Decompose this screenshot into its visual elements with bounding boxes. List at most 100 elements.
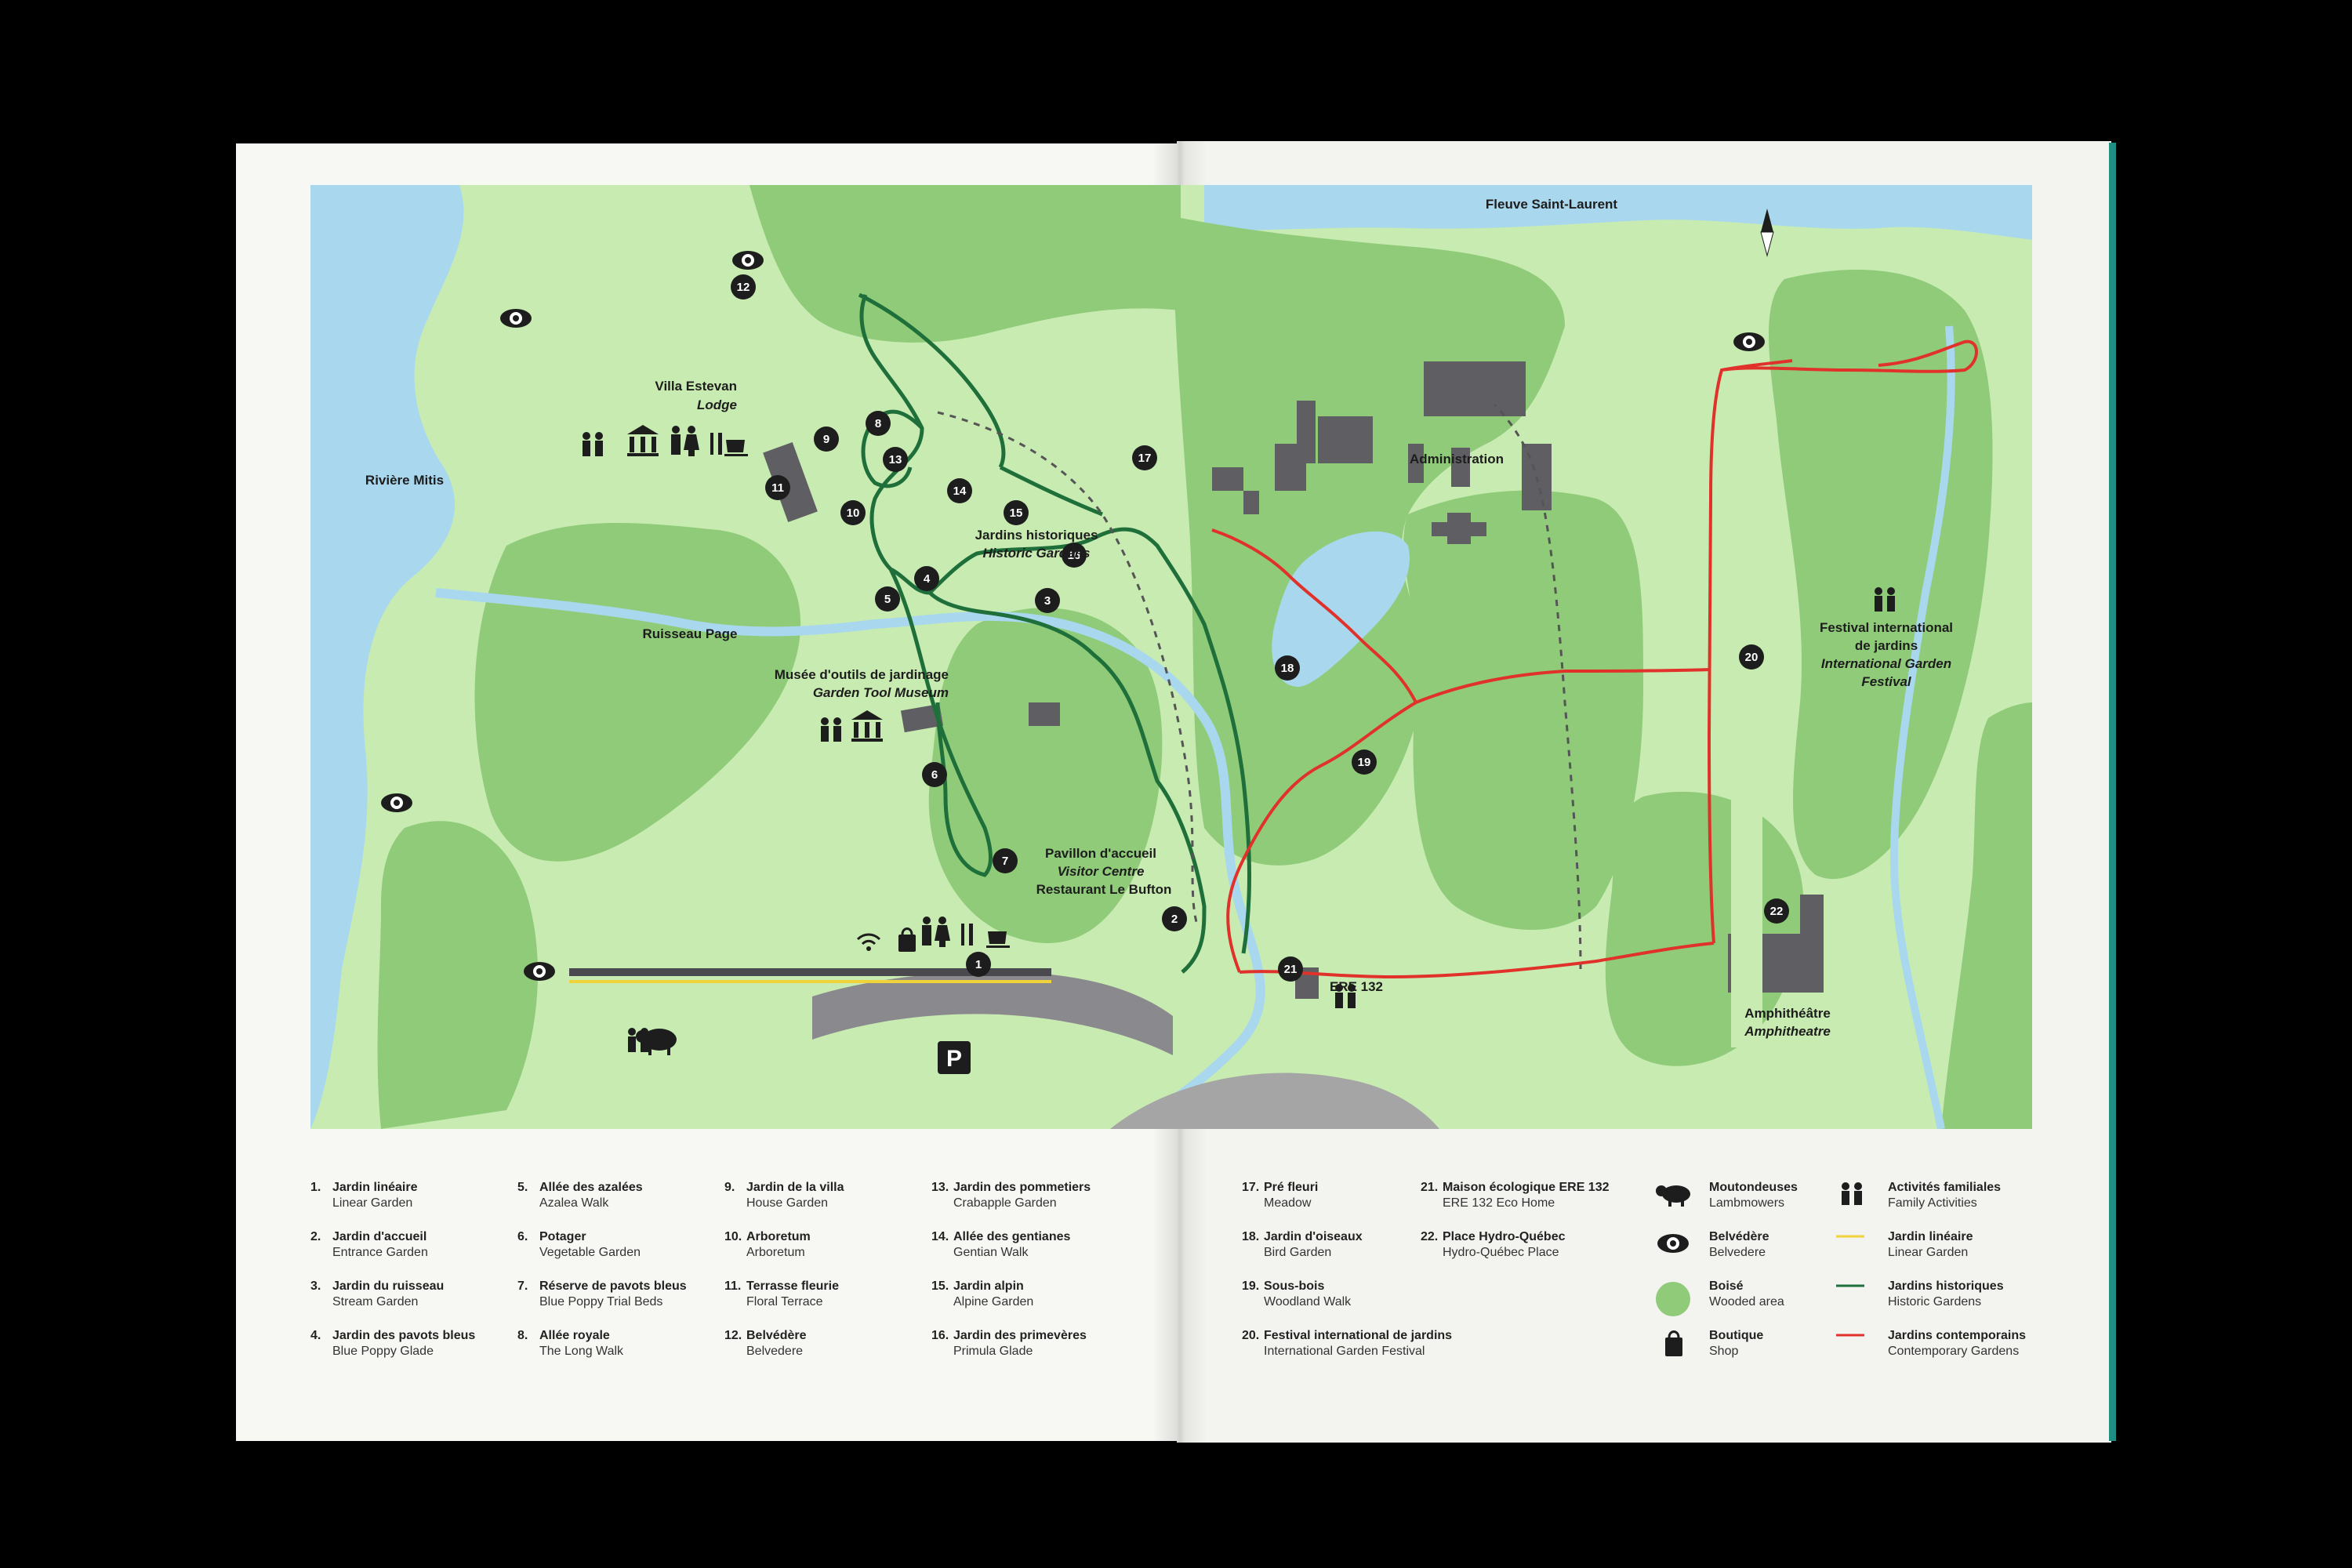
garden-marker-number: 8 [875, 417, 881, 430]
forest-area [1769, 270, 1993, 880]
legend-entry-number: 7. [517, 1279, 528, 1293]
legend-entry-french-text: Jardin d'accueil [332, 1230, 427, 1243]
dashed-trail [1493, 403, 1582, 970]
garden-marker-12: 12 [731, 274, 756, 299]
legend-symbol-english: Wooded area [1709, 1295, 1784, 1308]
legend-entry-french-text: Jardin des primevères [953, 1329, 1087, 1342]
garden-marker-number: 6 [931, 768, 938, 782]
legend-entry-french-text: Pré fleuri [1264, 1181, 1319, 1194]
label-festival-1: Festival international [1820, 620, 1953, 635]
legend-entry-number: 1. [310, 1181, 321, 1194]
garden-marker-number: 7 [1002, 855, 1008, 868]
legend-entry-french: 17. Pré fleuri [1242, 1180, 1318, 1196]
label-museum: Musée d'outils de jardinage [775, 667, 949, 682]
legend-entry-french: 7.Réserve de pavots bleus [517, 1279, 687, 1294]
legend-entry-french: 3.Jardin du ruisseau [310, 1279, 444, 1294]
fleuve [1204, 185, 2032, 240]
red-line-icon [1833, 1330, 1871, 1344]
garden-marker-number: 20 [1745, 651, 1759, 664]
legend-entry-french-text: Terrasse fleurie [746, 1279, 839, 1293]
legend-entry-french: 2.Jardin d'accueil [310, 1229, 428, 1245]
label-villa: Villa Estevan [655, 379, 737, 394]
garden-marker-number: 21 [1284, 963, 1298, 976]
legend-entry-english: Crabapple Garden [953, 1196, 1057, 1210]
pond [1272, 531, 1410, 687]
legend-entry-english: Meadow [1264, 1196, 1312, 1210]
label-villa-en: Lodge [697, 397, 737, 412]
garden-marker-18: 18 [1275, 655, 1300, 681]
garden-marker-16: 16 [1062, 543, 1087, 568]
garden-marker-21: 21 [1278, 956, 1303, 982]
legend-entry-number: 5. [517, 1181, 528, 1194]
garden-marker-19: 19 [1352, 750, 1377, 775]
legend-entry-number: 6. [517, 1230, 528, 1243]
garden-marker-7: 7 [993, 848, 1018, 873]
garden-marker-number: 2 [1171, 913, 1178, 926]
cafe-icon [724, 440, 748, 456]
legend-entry-french-text: Allée des gentianes [953, 1230, 1071, 1243]
legend-entry-french-text: Sous-bois [1264, 1279, 1325, 1293]
legend-entry-english: Woodland Walk [1264, 1295, 1352, 1308]
legend-entry-french: 11. Terrasse fleurie [724, 1279, 839, 1294]
forest-area [750, 185, 1181, 343]
legend-entry-french-text: Jardin de la villa [746, 1181, 844, 1194]
legend-symbol-french: Jardin linéaire [1888, 1230, 1973, 1243]
yellow-line-icon [1833, 1231, 1871, 1245]
legend-entry-english: ERE 132 Eco Home [1443, 1196, 1555, 1210]
garden-marker-2: 2 [1162, 906, 1187, 931]
legend-entry-number: 17. [1242, 1181, 1260, 1194]
legend-symbol-english: Linear Garden [1888, 1246, 1969, 1259]
sheep-icon [1654, 1181, 1692, 1210]
legend-symbol-french: Activités familiales [1888, 1181, 2002, 1194]
forest-area [1941, 702, 2032, 1129]
legend-symbol-french: Boisé [1709, 1279, 1744, 1293]
riviere-mitis [310, 185, 464, 1129]
legend-entry-english: Floral Terrace [746, 1295, 823, 1308]
cafe-icon [986, 931, 1010, 948]
eye-icon [381, 793, 412, 812]
restaurant-icon [961, 924, 973, 946]
legend-entry-number: 11. [724, 1279, 742, 1293]
legend-entry-french-text: Jardin d'oiseaux [1264, 1230, 1363, 1243]
eye-icon [1654, 1231, 1692, 1260]
legend-entry-number: 22. [1421, 1230, 1439, 1243]
legend-entry-french: 6.Potager [517, 1229, 641, 1245]
garden-marker-4: 4 [914, 566, 939, 591]
eye-icon [500, 309, 532, 328]
garden-marker-number: 19 [1358, 756, 1371, 769]
eye-icon [524, 962, 555, 981]
legend-entry-number: 10. [724, 1230, 742, 1243]
legend-entry-french-text: Maison écologique ERE 132 [1443, 1181, 1610, 1194]
garden-marker-14: 14 [947, 478, 972, 503]
garden-marker-15: 15 [1004, 500, 1029, 525]
shopping-bag-icon [1654, 1330, 1692, 1362]
garden-marker-number: 4 [924, 572, 931, 586]
forest-area [928, 608, 1163, 943]
legend-entry-french: 4.Jardin des pavots bleus [310, 1328, 475, 1344]
legend-symbol-french: Belvédère [1709, 1230, 1769, 1243]
legend-entry-number: 18. [1242, 1230, 1260, 1243]
garden-marker-22: 22 [1764, 898, 1789, 924]
garden-marker-1: 1 [966, 952, 991, 977]
garden-marker-number: 18 [1281, 662, 1294, 675]
legend-entry-french-text: Place Hydro-Québec [1443, 1230, 1566, 1243]
garden-marker-number: 1 [975, 958, 982, 971]
green-line-icon [1833, 1280, 1871, 1294]
shopping-bag-icon [898, 927, 916, 952]
